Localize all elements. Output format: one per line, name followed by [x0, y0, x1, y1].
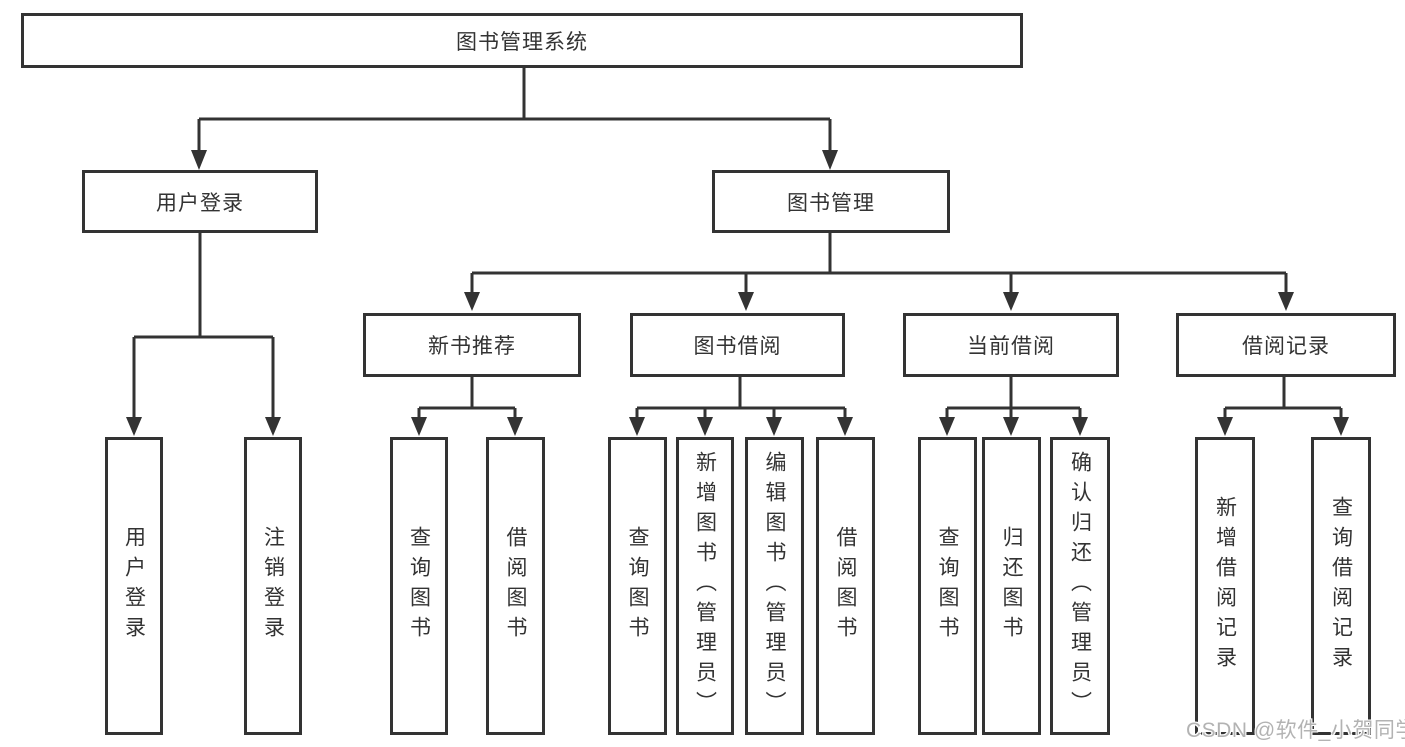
leaf-label: 注销登录	[261, 526, 285, 646]
node-label: 借阅记录	[1242, 335, 1330, 358]
arrowhead	[697, 417, 713, 436]
leaf-edit-books-admin: 编辑图书（管理员）	[745, 437, 804, 735]
leaf-label: 查询图书	[936, 526, 959, 646]
arrowhead	[126, 417, 142, 436]
node-user-login: 用户登录	[82, 170, 318, 233]
leaf-add-borrow-record: 新增借阅记录	[1195, 437, 1255, 735]
leaf-label: 借阅图书	[834, 526, 857, 646]
node-label: 用户登录	[156, 191, 244, 215]
arrowhead	[265, 417, 281, 436]
arrowhead	[1003, 292, 1019, 311]
node-book-management: 图书管理	[712, 170, 950, 233]
arrowhead	[464, 292, 480, 311]
node-label: 当前借阅	[967, 335, 1055, 358]
leaf-label: 编辑图书（管理员）	[763, 451, 786, 721]
arrowhead	[766, 417, 782, 436]
arrowhead	[1217, 417, 1233, 436]
node-label: 图书管理	[787, 191, 875, 215]
arrowhead	[822, 150, 838, 170]
arrowhead	[939, 417, 955, 436]
leaf-label: 借阅图书	[504, 526, 527, 646]
leaf-borrow-books: 借阅图书	[816, 437, 875, 735]
leaf-label: 新增借阅记录	[1213, 496, 1237, 676]
leaf-query-books: 查询图书	[608, 437, 667, 735]
node-label: 新书推荐	[428, 335, 516, 358]
node-label: 图书借阅	[693, 335, 782, 358]
leaf-label: 确认归还（管理员）	[1068, 451, 1092, 721]
arrowhead	[191, 150, 207, 170]
csdn-watermark: CSDN @软件_小贺同学	[1186, 719, 1405, 742]
leaf-user-login: 用户登录	[105, 437, 163, 735]
leaf-logout: 注销登录	[244, 437, 302, 735]
leaf-label: 查询借阅记录	[1329, 496, 1353, 676]
node-label: 图书管理系统	[456, 30, 588, 54]
arrowhead	[629, 417, 645, 436]
arrowhead	[1003, 417, 1019, 436]
leaf-label: 新增图书（管理员）	[693, 451, 717, 721]
leaf-return-books: 归还图书	[982, 437, 1041, 735]
arrowhead	[837, 417, 853, 436]
leaf-query-borrow-record: 查询借阅记录	[1311, 437, 1371, 735]
node-library-management-system: 图书管理系统	[21, 13, 1023, 68]
leaf-label: 查询图书	[407, 526, 431, 646]
leaf-query-books: 查询图书	[918, 437, 977, 735]
leaf-borrow-books: 借阅图书	[486, 437, 545, 735]
leaf-label: 查询图书	[626, 526, 649, 646]
node-borrowing-records: 借阅记录	[1176, 313, 1396, 377]
leaf-add-books-admin: 新增图书（管理员）	[676, 437, 734, 735]
arrowhead	[411, 417, 427, 436]
leaf-label: 用户登录	[122, 526, 146, 646]
arrowhead	[1072, 417, 1088, 436]
arrowhead	[507, 417, 523, 436]
arrowhead	[738, 292, 754, 311]
arrowhead	[1278, 292, 1294, 311]
arrowhead	[1333, 417, 1349, 436]
leaf-confirm-return-admin: 确认归还（管理员）	[1050, 437, 1110, 735]
node-book-borrowing: 图书借阅	[630, 313, 845, 377]
node-new-book-recommendation: 新书推荐	[363, 313, 581, 377]
node-current-borrowing: 当前借阅	[903, 313, 1119, 377]
leaf-label: 归还图书	[1000, 526, 1023, 646]
leaf-query-books: 查询图书	[390, 437, 448, 735]
